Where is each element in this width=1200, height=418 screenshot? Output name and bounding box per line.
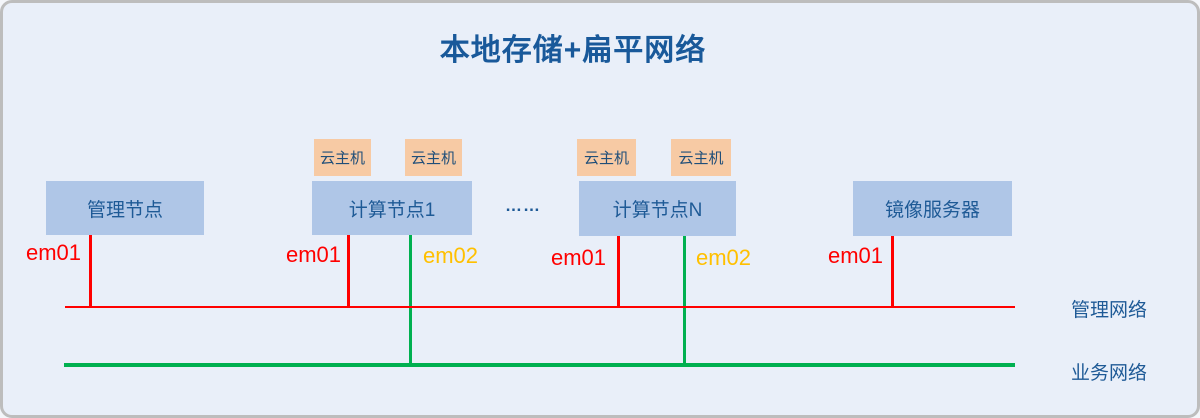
link-compute1-em01-line <box>347 235 350 307</box>
vm-box: 云主机 <box>314 139 371 176</box>
management-network-line <box>65 306 1015 308</box>
link-computen-em01-line <box>617 236 620 307</box>
link-compute1-em02-line <box>409 235 412 366</box>
ellipsis-more-nodes: …… <box>505 196 541 215</box>
nic-label-em02-compute-n: em02 <box>696 245 752 270</box>
link-imageserver-em01-line <box>891 236 894 307</box>
node-image-server: 镜像服务器 <box>853 181 1012 236</box>
nic-label-em01-image-server: em01 <box>828 243 884 268</box>
vm-box: 云主机 <box>671 139 731 176</box>
business-network-label: 业务网络 <box>1071 363 1148 384</box>
node-compute-1: 计算节点1 <box>312 181 472 235</box>
nic-label-em02-compute-1: em02 <box>423 243 479 268</box>
nic-label-em01-compute-1: em01 <box>286 242 342 267</box>
business-network-line <box>64 363 1015 367</box>
node-management: 管理节点 <box>46 181 204 235</box>
link-computen-em02-line <box>683 236 686 366</box>
nic-label-em01-management: em01 <box>26 240 82 265</box>
nic-label-em01-compute-n: em01 <box>551 245 607 270</box>
vm-box: 云主机 <box>577 139 636 176</box>
management-network-label: 管理网络 <box>1071 300 1148 321</box>
link-management-em01-line <box>89 235 92 307</box>
node-compute-n: 计算节点N <box>579 181 736 236</box>
vm-box: 云主机 <box>405 139 462 176</box>
diagram-title: 本地存储+扁平网络 <box>439 34 707 67</box>
